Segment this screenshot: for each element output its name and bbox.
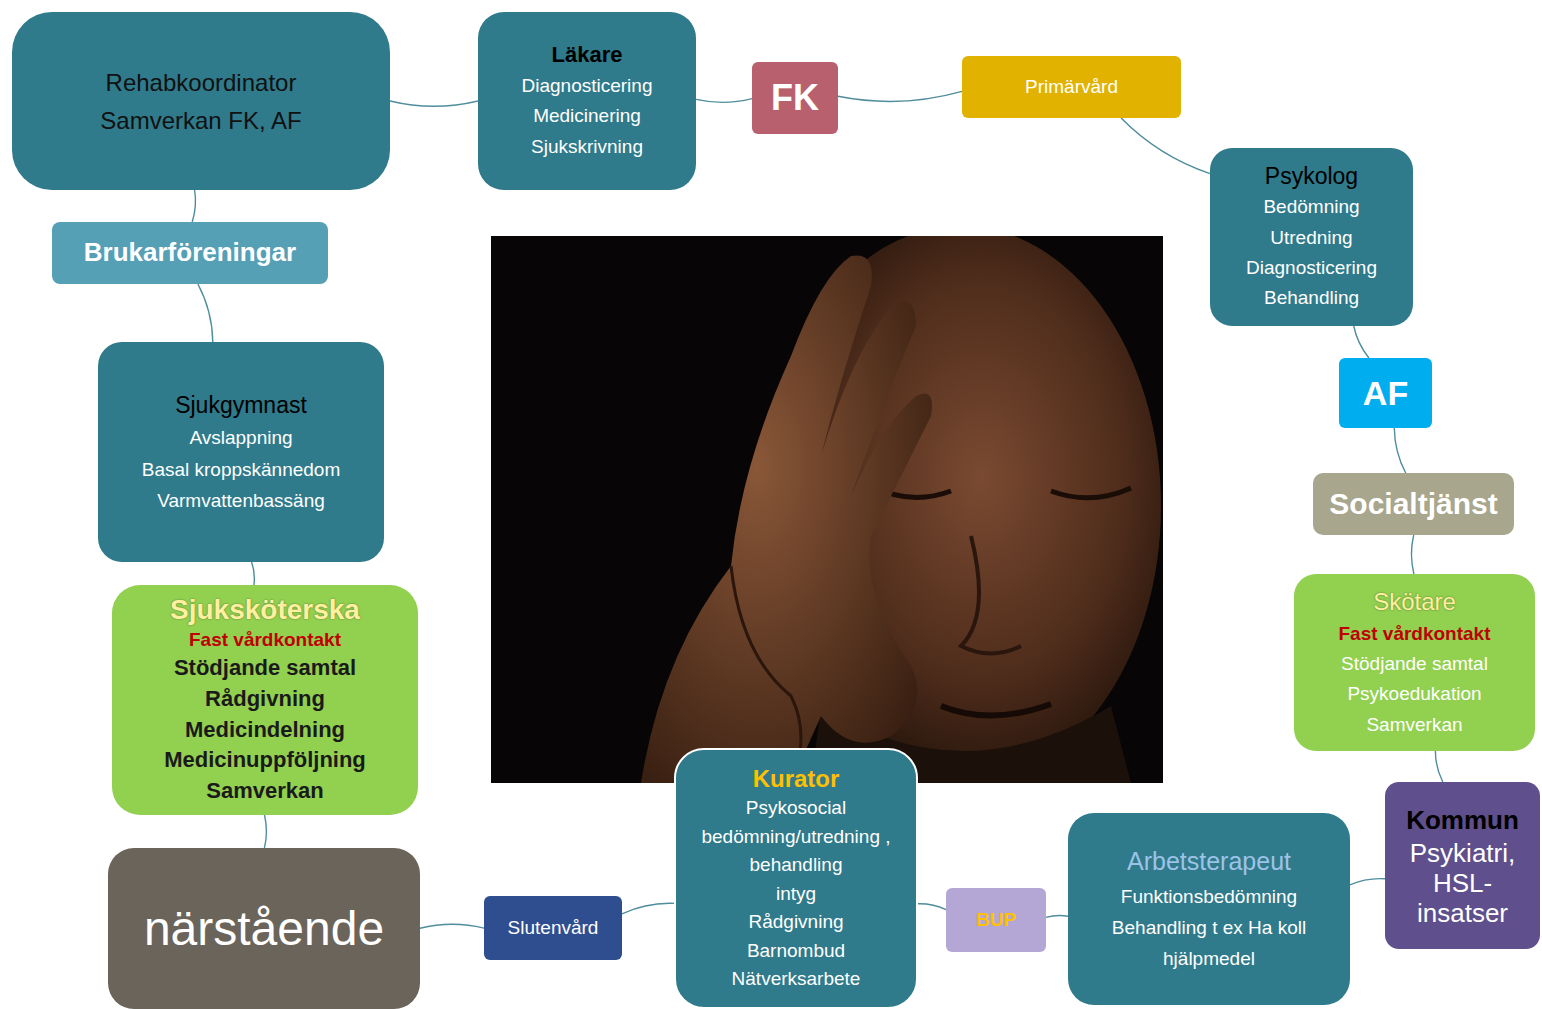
closed-eye — [1051, 488, 1131, 498]
box-item: Stödjande samtal — [174, 653, 356, 684]
box-item: Barnombud — [747, 937, 845, 966]
box-heading: Brukarföreningar — [84, 237, 296, 268]
role-box: BUP — [946, 888, 1046, 952]
box-item: Fast vårdkontakt — [189, 627, 341, 654]
role-box: ArbetsterapeutFunktionsbedömningBehandli… — [1068, 813, 1350, 1005]
connector-line — [1435, 751, 1442, 782]
role-box: KuratorPsykosocial bedömning/utredning ,… — [674, 748, 918, 1009]
connector-line — [1046, 915, 1068, 917]
hand — [641, 255, 932, 783]
role-box: SjuksköterskaFast vårdkontaktStödjande s… — [112, 585, 418, 815]
box-item: Nätverksarbete — [732, 965, 861, 994]
role-box: PsykologBedömningUtredningDiagnosticerin… — [1210, 148, 1413, 326]
box-heading: Kurator — [753, 763, 840, 794]
box-item: Stödjande samtal — [1341, 649, 1488, 679]
box-heading: BUP — [976, 908, 1016, 933]
box-item: Funktionsbedömning — [1121, 881, 1297, 912]
role-box: Socialtjänst — [1313, 473, 1514, 535]
box-item: Diagnosticering — [1246, 253, 1377, 283]
box-heading: Sjuksköterska — [170, 593, 360, 627]
box-item: Varmvattenbassäng — [157, 485, 325, 516]
box-item: Sjukskrivning — [531, 132, 643, 162]
box-heading: Socialtjänst — [1329, 486, 1497, 522]
mouth — [941, 704, 1051, 716]
connector-line — [264, 815, 266, 848]
box-item: Basal kroppskännedom — [142, 454, 341, 485]
role-box: RehabkoordinatorSamverkan FK, AF — [12, 12, 390, 190]
connector-line — [1354, 326, 1369, 358]
box-heading: AF — [1363, 373, 1408, 414]
box-item: Behandling — [1264, 283, 1359, 313]
box-item: Samverkan — [206, 776, 323, 807]
box-heading: närstående — [144, 900, 384, 958]
box-item: Psykiatri, HSL-insatser — [1393, 839, 1532, 929]
role-box: Primärvård — [962, 56, 1181, 118]
connector-line — [192, 190, 195, 222]
role-box: SkötareFast vårdkontaktStödjande samtalP… — [1294, 574, 1535, 751]
box-heading: Kommun — [1406, 802, 1519, 838]
box-heading: Läkare — [552, 40, 623, 71]
connector-line — [838, 91, 962, 101]
connector-line — [1350, 879, 1385, 885]
box-heading: FK — [771, 76, 819, 119]
role-box: KommunPsykiatri, HSL-insatser — [1385, 782, 1540, 949]
box-item: Psykosocial bedömning/utredning , behand… — [684, 794, 908, 880]
connector-line — [1121, 118, 1210, 174]
box-heading: Skötare — [1373, 585, 1456, 619]
role-box: SjukgymnastAvslappningBasal kroppskänned… — [98, 342, 384, 562]
role-box: Slutenvård — [484, 896, 622, 960]
box-item: Medicindelning — [185, 715, 345, 746]
box-item: Behandling t ex Ha koll hjälpmedel — [1076, 912, 1342, 975]
box-item: Medicinering — [533, 101, 641, 131]
role-box: närstående — [108, 848, 420, 1009]
connector-line — [252, 562, 255, 585]
connector-line — [198, 284, 213, 342]
connector-line — [696, 99, 752, 103]
box-item: Bedömning — [1263, 192, 1359, 222]
box-item: Fast vårdkontakt — [1338, 619, 1490, 649]
box-heading: Sjukgymnast — [175, 388, 307, 423]
portrait-photo — [491, 236, 1163, 783]
box-item: Psykoedukation — [1347, 679, 1481, 709]
box-heading: Primärvård — [1025, 75, 1118, 100]
connector-line — [918, 904, 946, 910]
connector-line — [1394, 428, 1405, 473]
box-heading: Slutenvård — [508, 916, 599, 941]
role-box: LäkareDiagnosticeringMedicineringSjukskr… — [478, 12, 696, 190]
connector-line — [1411, 535, 1413, 574]
role-box: AF — [1339, 358, 1432, 428]
connector-line — [390, 101, 478, 106]
connector-line — [622, 903, 674, 914]
connector-line — [420, 924, 484, 928]
box-item: Avslappning — [189, 422, 292, 453]
box-item: Samverkan — [1366, 710, 1462, 740]
box-item: Samverkan FK, AF — [100, 102, 301, 140]
role-box: FK — [752, 62, 838, 134]
box-item: Rådgivning — [748, 908, 843, 937]
box-heading: Arbetsterapeut — [1127, 843, 1291, 881]
box-item: Utredning — [1270, 223, 1352, 253]
box-heading: Psykolog — [1265, 160, 1358, 192]
box-item: Rådgivning — [205, 684, 325, 715]
role-box: Brukarföreningar — [52, 222, 328, 284]
box-item: Medicinuppföljning — [164, 745, 366, 776]
box-heading: Rehabkoordinator — [106, 64, 297, 102]
nose — [961, 536, 1021, 654]
box-item: intyg — [776, 880, 816, 909]
box-item: Diagnosticering — [522, 71, 653, 101]
